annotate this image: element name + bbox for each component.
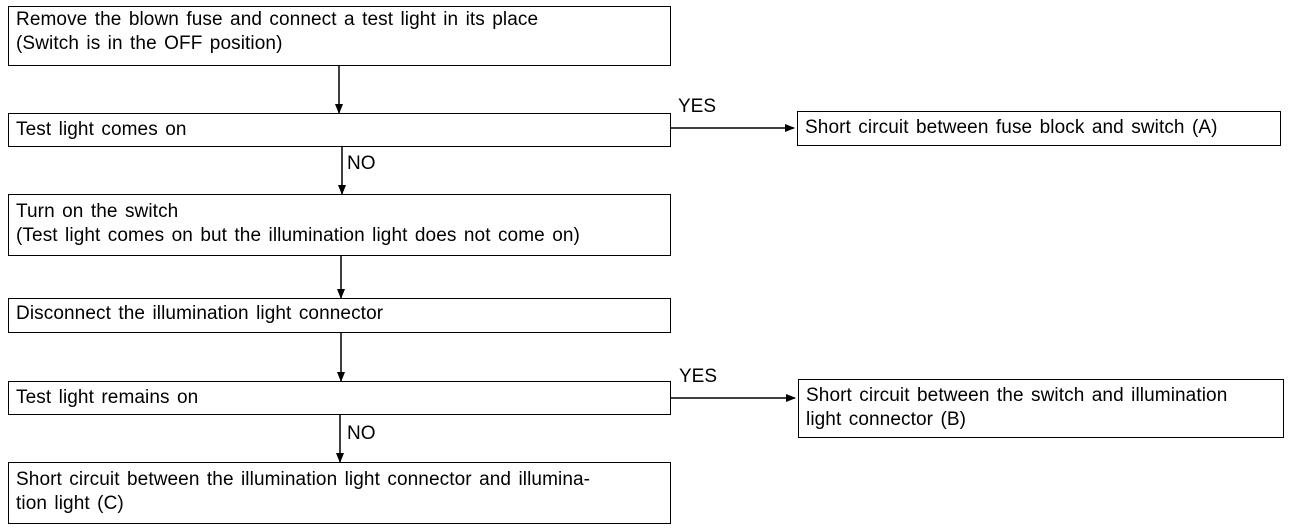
result-text-line: Short circuit between the switch and ill… xyxy=(806,385,1228,406)
result-short-circuit-b: Short circuit between the switch and ill… xyxy=(798,379,1284,438)
step-text-line: tion light (C) xyxy=(16,493,124,514)
step-text-line: Test light remains on xyxy=(16,387,199,408)
step-text-line: Test light comes on xyxy=(16,119,187,140)
branch-label-no: NO xyxy=(347,423,376,444)
step-disconnect-connector: Disconnect the illumination light connec… xyxy=(8,298,671,333)
step-text-line: Turn on the switch xyxy=(16,201,179,222)
step-text-line: (Switch is in the OFF position) xyxy=(16,33,283,54)
step-text-line: Short circuit between the illumination l… xyxy=(16,469,591,490)
step-short-circuit-c: Short circuit between the illumination l… xyxy=(8,462,671,524)
step-text-line: Disconnect the illumination light connec… xyxy=(16,303,384,324)
step-text-line: (Test light comes on but the illuminatio… xyxy=(16,225,580,246)
result-text-line: Short circuit between fuse block and swi… xyxy=(805,117,1218,138)
step-test-light-remains-on: Test light remains on xyxy=(8,381,671,415)
step-text-line: Remove the blown fuse and connect a test… xyxy=(16,9,539,30)
step-turn-on-switch: Turn on the switch (Test light comes on … xyxy=(8,194,671,256)
branch-label-yes: YES xyxy=(678,96,717,117)
result-text-line: light connector (B) xyxy=(806,409,967,430)
branch-label-yes: YES xyxy=(679,366,718,387)
branch-label-no: NO xyxy=(347,153,376,174)
result-short-circuit-a: Short circuit between fuse block and swi… xyxy=(797,111,1281,146)
step-remove-fuse: Remove the blown fuse and connect a test… xyxy=(8,6,671,66)
step-test-light-comes-on: Test light comes on xyxy=(8,113,671,147)
